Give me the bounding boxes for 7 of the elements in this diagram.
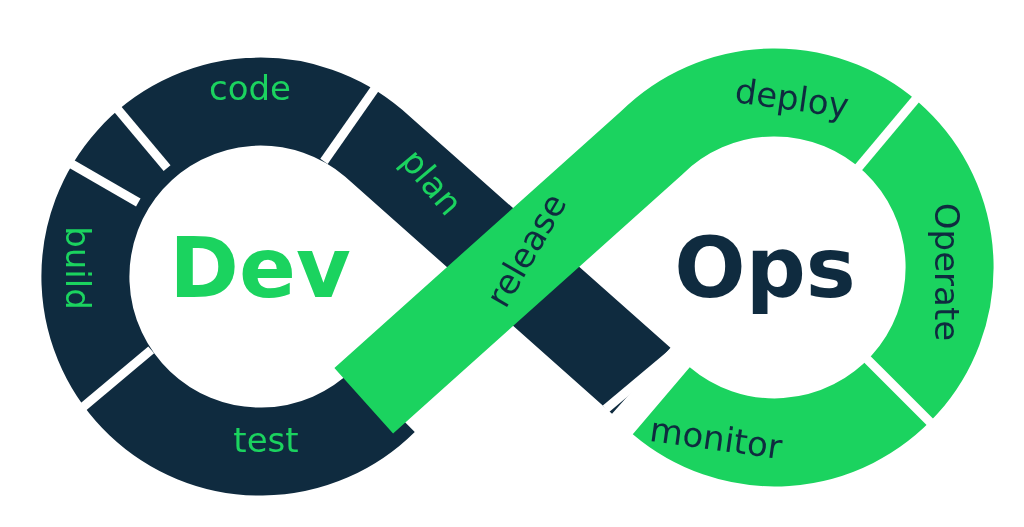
- center-title: Dev: [169, 226, 351, 310]
- step-label: code: [209, 71, 291, 105]
- step-label: Operate: [930, 202, 964, 342]
- step-label: build: [61, 226, 95, 310]
- step-label: monitor: [647, 411, 785, 465]
- step-label: test: [233, 423, 299, 457]
- step-label: deploy: [732, 73, 852, 123]
